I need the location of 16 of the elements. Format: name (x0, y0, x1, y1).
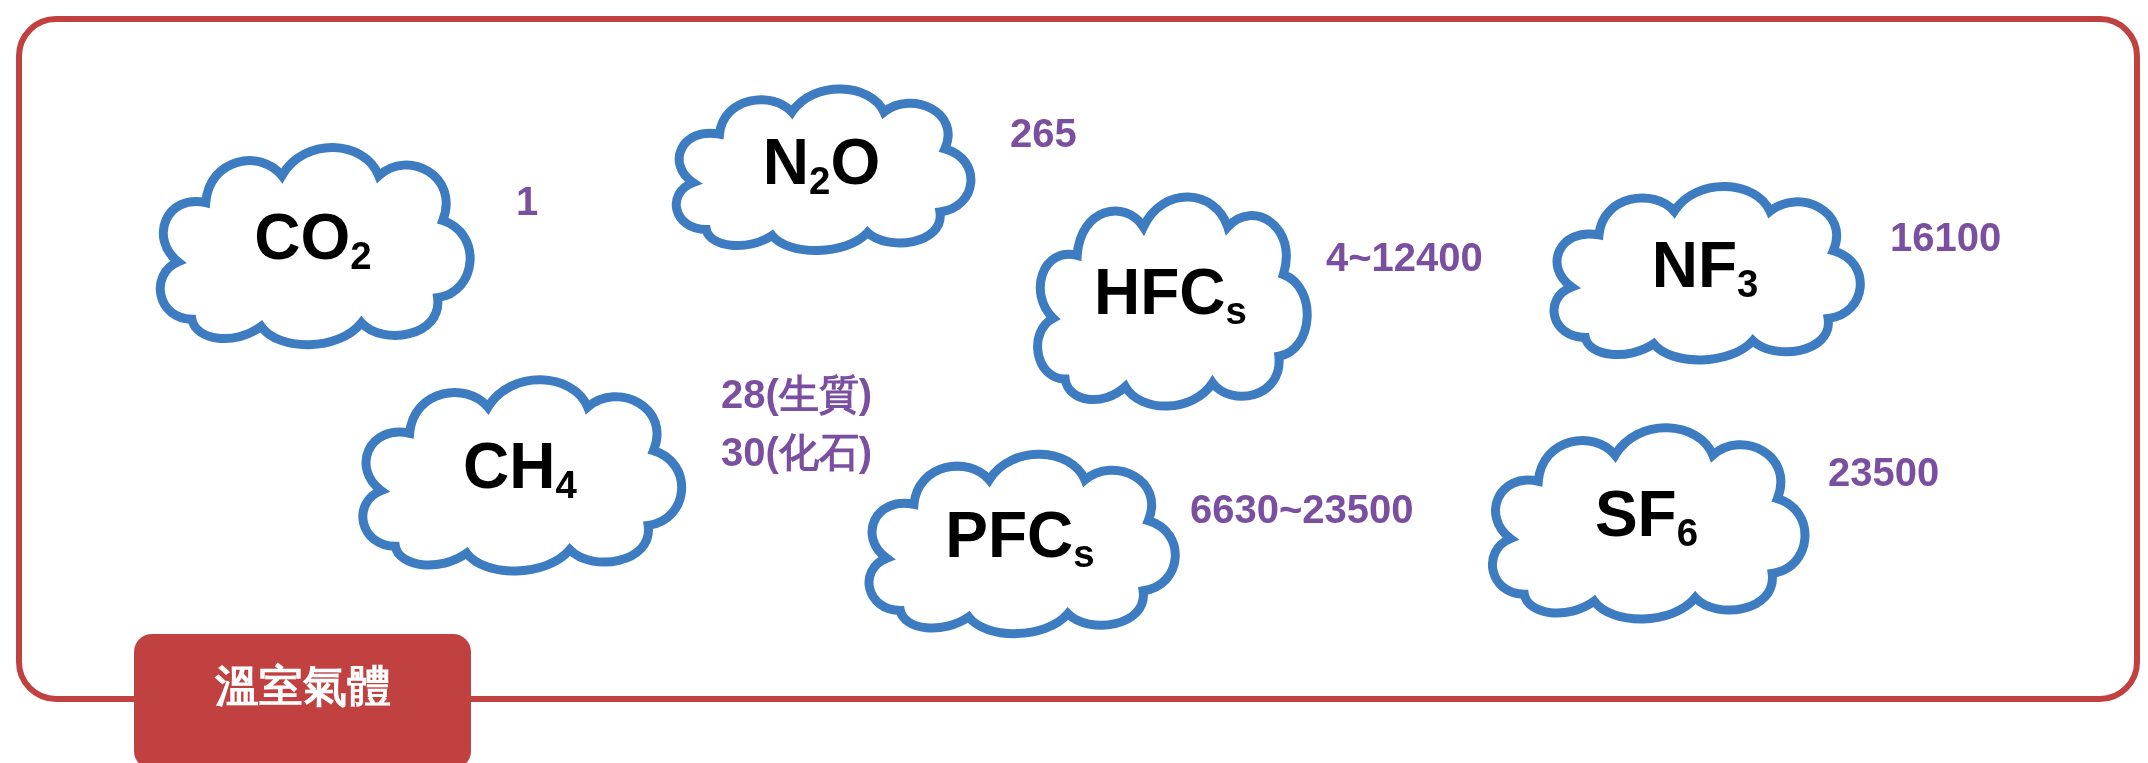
gwp-value: 30(化石) (721, 429, 873, 476)
gas-formula: SF$_{6}$ (1594, 477, 1699, 555)
gas-formula: CO$_{2}$ (254, 199, 372, 278)
gwp-value: 28(生質) (721, 371, 873, 418)
gas-formula: HFC$_{s}$ (1094, 254, 1247, 333)
category-tag: 溫室氣體 (134, 634, 471, 763)
gwp-value: 16100 (1890, 214, 2002, 261)
gas-formula: PFC$_{s}$ (945, 498, 1095, 576)
gwp-value: 6630~23500 (1190, 486, 1414, 533)
gwp-value: 23500 (1828, 449, 1940, 496)
gwp-value: 265 (1010, 110, 1077, 157)
gas-formula: NF$_{3}$ (1651, 227, 1759, 306)
gwp-value: 4~12400 (1326, 234, 1483, 281)
gas-formula: CH$_{4}$ (463, 429, 577, 507)
gas-formula: N$_{2}$O (762, 124, 881, 203)
gwp-value: 1 (516, 178, 539, 225)
